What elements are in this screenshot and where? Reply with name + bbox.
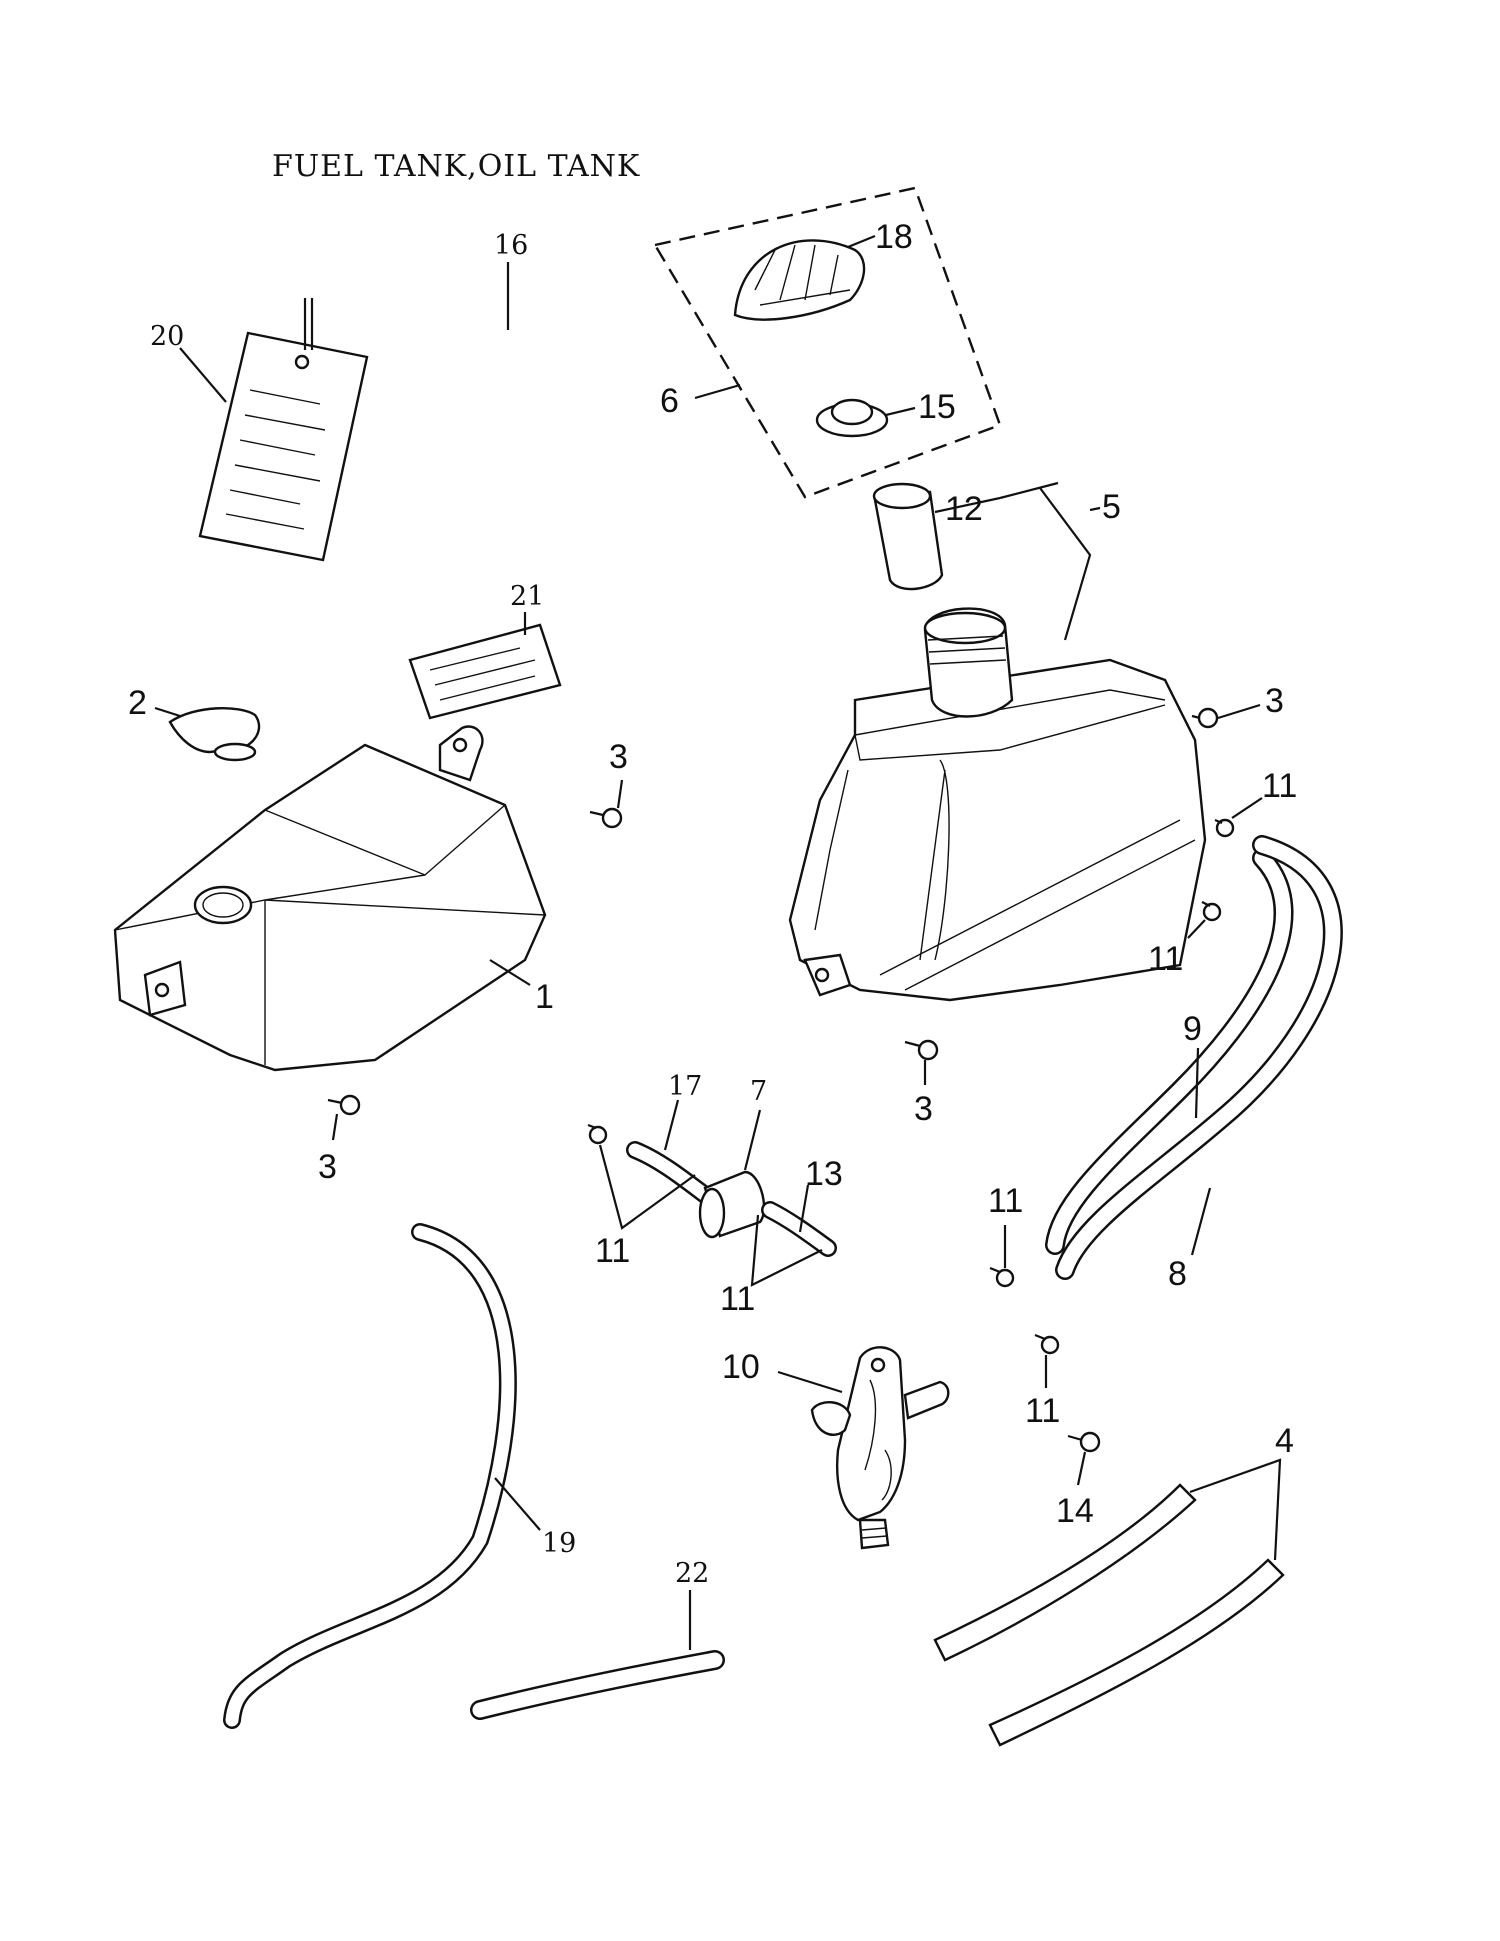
leader-2 xyxy=(154,706,181,718)
part-14-screw xyxy=(1067,1431,1101,1453)
leader-11c xyxy=(598,1144,696,1230)
leader-20 xyxy=(179,347,227,403)
leader-6 xyxy=(694,383,741,400)
callout-12: 12 xyxy=(945,490,983,528)
callout-20: 20 xyxy=(150,321,184,352)
part-3-bolt-c xyxy=(904,1039,939,1061)
callout-9: 9 xyxy=(1183,1010,1202,1048)
callout-18: 18 xyxy=(875,218,913,256)
part-1-oil-tank xyxy=(113,725,547,1072)
callout-8: 8 xyxy=(1168,1255,1187,1293)
leader-10 xyxy=(777,1370,843,1394)
callout-11e: 11 xyxy=(988,1182,1023,1220)
part-2-oil-cap xyxy=(168,707,261,762)
callout-4: 4 xyxy=(1275,1422,1294,1460)
callout-10: 10 xyxy=(722,1348,760,1386)
leader-9 xyxy=(1194,1047,1200,1119)
callout-19: 19 xyxy=(542,1528,576,1559)
callout-3b: 3 xyxy=(609,738,628,776)
part-10-fuel-cock xyxy=(810,1346,950,1550)
callout-11a: 11 xyxy=(1262,767,1297,805)
part-6-cap-assembly-box xyxy=(653,186,1002,499)
part-5-fuel-tank xyxy=(788,607,1207,1002)
part-3-bolt-b xyxy=(589,807,623,829)
callout-11b: 11 xyxy=(1148,940,1183,978)
callout-22: 22 xyxy=(675,1558,709,1589)
callout-13: 13 xyxy=(805,1155,843,1193)
callout-17: 17 xyxy=(668,1071,702,1102)
part-8-hose xyxy=(1055,835,1343,1280)
part-12-filler-neck xyxy=(872,482,944,591)
leader-3b xyxy=(616,779,624,809)
callout-3c: 3 xyxy=(914,1090,933,1128)
callout-11f: 11 xyxy=(1025,1392,1060,1430)
part-4-rubber-pad-lower xyxy=(988,1558,1285,1747)
leader-5-tick xyxy=(1089,506,1101,512)
part-11-clamp-c xyxy=(587,1123,608,1145)
callout-5: 5 xyxy=(1102,488,1121,526)
part-4-rubber-pad-upper xyxy=(933,1483,1197,1662)
leader-13 xyxy=(798,1184,810,1233)
callout-15: 15 xyxy=(918,388,956,426)
leader-17 xyxy=(663,1099,680,1151)
part-3-bolt-a xyxy=(1191,707,1219,729)
leader-14 xyxy=(1076,1451,1087,1486)
leader-3a xyxy=(1217,703,1261,720)
leader-11b xyxy=(1187,919,1206,939)
callout-16: 16 xyxy=(494,230,528,261)
part-3-bolt-d xyxy=(327,1094,361,1116)
part-11-clamp-e xyxy=(989,1266,1015,1288)
leader-1 xyxy=(489,959,531,986)
callout-11d: 11 xyxy=(720,1280,755,1318)
part-11-clamp-b xyxy=(1201,901,1222,922)
leader-4 xyxy=(1189,1458,1282,1561)
leader-11a xyxy=(1231,797,1263,819)
leader-5 xyxy=(1039,487,1092,641)
callout-3d: 3 xyxy=(318,1148,337,1186)
callout-2: 2 xyxy=(128,684,147,722)
part-17-fuel-line xyxy=(626,1141,714,1204)
callout-6: 6 xyxy=(660,382,679,420)
part-18-fuel-cap xyxy=(733,239,866,321)
callout-1: 1 xyxy=(535,978,554,1016)
callout-21: 21 xyxy=(510,581,544,612)
callout-14: 14 xyxy=(1056,1492,1094,1530)
part-9-hose xyxy=(1045,848,1294,1255)
part-16-hose xyxy=(402,270,636,476)
leader-11d xyxy=(750,1214,823,1287)
part-22-hose xyxy=(470,1650,725,1720)
callout-11c: 11 xyxy=(595,1232,630,1270)
part-11-clamp-f xyxy=(1034,1333,1060,1355)
part-13-fuel-line xyxy=(761,1201,837,1257)
part-15-cap-gasket xyxy=(815,398,889,438)
part-7-fuel-filter xyxy=(698,1170,766,1239)
part-11-clamp-a xyxy=(1214,818,1235,838)
leader-12b xyxy=(999,481,1059,500)
leader-15 xyxy=(885,406,916,417)
part-20-instruction-tag xyxy=(198,298,369,562)
diagram-title: FUEL TANK,OIL TANK xyxy=(272,149,640,184)
leader-19 xyxy=(494,1477,541,1531)
leader-7 xyxy=(743,1109,762,1171)
part-21-warning-label xyxy=(408,623,562,720)
callout-3a: 3 xyxy=(1265,682,1284,720)
part-19-hose xyxy=(223,1223,517,1729)
callout-7: 7 xyxy=(750,1076,767,1107)
leader-12 xyxy=(934,496,1001,514)
leader-8 xyxy=(1190,1187,1212,1256)
leader-18 xyxy=(847,234,876,249)
leader-3d xyxy=(331,1113,339,1141)
